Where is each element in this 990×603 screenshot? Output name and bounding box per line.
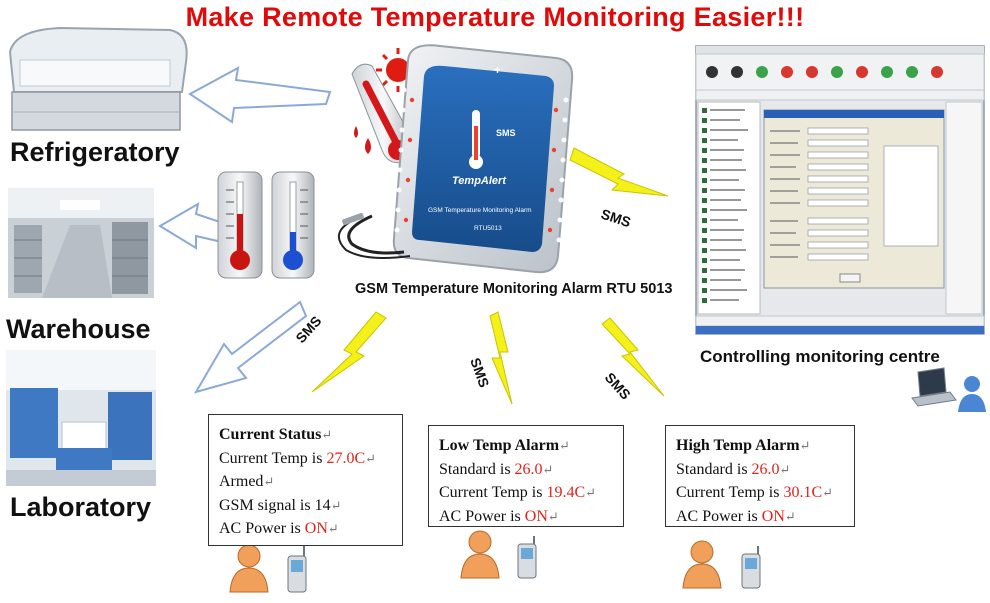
- status-ac-power: ON: [304, 520, 328, 537]
- arrow-to-refrigeratory: [188, 66, 332, 124]
- laboratory-image: [6, 350, 156, 486]
- high-ac-power: ON: [761, 507, 785, 525]
- svg-text:SMS: SMS: [496, 128, 516, 138]
- person-phone-1: [229, 544, 307, 593]
- sms-label-centre: SMS: [599, 206, 633, 231]
- sms-bolt-low: [489, 311, 513, 405]
- sms-label-low: SMS: [467, 356, 492, 390]
- sms-bolts: [311, 147, 669, 405]
- arrow-to-laboratory: [193, 300, 308, 394]
- label-warehouse: Warehouse: [6, 314, 151, 344]
- high-standard: 26.0: [751, 460, 780, 478]
- warehouse-image: [8, 188, 154, 298]
- sms-label-high: SMS: [602, 369, 634, 402]
- label-refrigeratory: Refrigeratory: [10, 137, 180, 167]
- laptop-user-icon: [911, 367, 986, 412]
- high-temp-alarm-box: High Temp Alarm↵ Standard is 26.0↵ Curre…: [665, 425, 855, 527]
- gsm-device-image: SMS TempAlert GSM Temperature Monitoring…: [338, 44, 574, 274]
- thermometers-icon: [217, 171, 315, 279]
- status-armed: Armed: [219, 473, 264, 490]
- svg-text:+: +: [494, 63, 501, 77]
- device-model-text: GSM Temperature Monitoring Alarm: [428, 207, 532, 214]
- low-ac-power: ON: [524, 507, 548, 525]
- page-title: Make Remote Temperature Monitoring Easie…: [185, 2, 805, 32]
- low-current-temp: 19.4C: [546, 484, 586, 501]
- low-temp-alarm-box: Low Temp Alarm↵ Standard is 26.0↵ Curren…: [428, 425, 624, 527]
- person-phone-3: [682, 540, 761, 589]
- current-status-box: Current Status↵ Current Temp is 27.0C↵ A…: [208, 414, 403, 546]
- arrow-to-warehouse: [158, 202, 228, 250]
- status-heading: Current Status: [219, 426, 322, 443]
- high-heading: High Temp Alarm: [676, 437, 800, 454]
- refrigerator-image: [8, 26, 188, 131]
- high-current-temp: 30.1C: [783, 484, 823, 501]
- sms-bolt-to-centre: [569, 147, 669, 197]
- person-phone-2: [460, 530, 537, 579]
- device-caption: GSM Temperature Monitoring Alarm RTU 501…: [355, 281, 673, 297]
- status-current-temp: 27.0C: [326, 449, 366, 467]
- sms-bolt-high: [601, 317, 665, 397]
- device-brand: TempAlert: [452, 175, 507, 187]
- low-standard: 26.0: [514, 460, 543, 478]
- label-laboratory: Laboratory: [10, 492, 152, 522]
- status-gsm-signal: GSM signal is 14: [219, 496, 331, 514]
- monitoring-caption: Controlling monitoring centre: [700, 347, 940, 366]
- low-heading: Low Temp Alarm: [439, 437, 560, 454]
- sms-bolt-status: [311, 311, 387, 393]
- monitoring-software-image: [695, 45, 985, 335]
- device-model-code: RTU5013: [474, 225, 502, 232]
